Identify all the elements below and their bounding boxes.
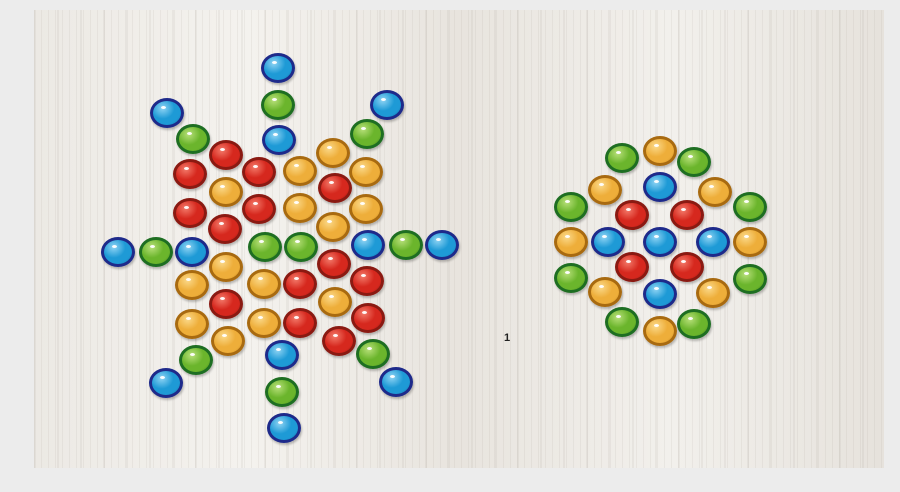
orange-glass-stone[interactable] — [733, 227, 767, 257]
orange-glass-stone[interactable] — [316, 212, 350, 242]
green-glass-stone[interactable] — [284, 232, 318, 262]
green-glass-stone[interactable] — [733, 264, 767, 294]
orange-glass-stone[interactable] — [316, 138, 350, 168]
orange-glass-stone[interactable] — [247, 269, 281, 299]
green-glass-stone[interactable] — [554, 263, 588, 293]
red-glass-stone[interactable] — [670, 200, 704, 230]
orange-glass-stone[interactable] — [349, 194, 383, 224]
blue-glass-stone[interactable] — [261, 53, 295, 83]
orange-glass-stone[interactable] — [318, 287, 352, 317]
red-glass-stone[interactable] — [242, 194, 276, 224]
orange-glass-stone[interactable] — [696, 278, 730, 308]
blue-glass-stone[interactable] — [425, 230, 459, 260]
orange-glass-stone[interactable] — [175, 270, 209, 300]
green-glass-stone[interactable] — [733, 192, 767, 222]
green-glass-stone[interactable] — [139, 237, 173, 267]
blue-glass-stone[interactable] — [149, 368, 183, 398]
green-glass-stone[interactable] — [265, 377, 299, 407]
orange-glass-stone[interactable] — [209, 252, 243, 282]
orange-glass-stone[interactable] — [283, 156, 317, 186]
wood-game-board: 1 — [34, 10, 884, 468]
orange-glass-stone[interactable] — [643, 136, 677, 166]
orange-glass-stone[interactable] — [283, 193, 317, 223]
orange-glass-stone[interactable] — [209, 177, 243, 207]
green-glass-stone[interactable] — [554, 192, 588, 222]
blue-glass-stone[interactable] — [370, 90, 404, 120]
green-glass-stone[interactable] — [605, 307, 639, 337]
blue-glass-stone[interactable] — [262, 125, 296, 155]
blue-glass-stone[interactable] — [150, 98, 184, 128]
green-glass-stone[interactable] — [605, 143, 639, 173]
red-glass-stone[interactable] — [670, 252, 704, 282]
orange-glass-stone[interactable] — [588, 175, 622, 205]
green-glass-stone[interactable] — [350, 119, 384, 149]
red-glass-stone[interactable] — [615, 200, 649, 230]
red-glass-stone[interactable] — [209, 140, 243, 170]
red-glass-stone[interactable] — [283, 269, 317, 299]
red-glass-stone[interactable] — [208, 214, 242, 244]
orange-glass-stone[interactable] — [588, 277, 622, 307]
blue-glass-stone[interactable] — [591, 227, 625, 257]
red-glass-stone[interactable] — [173, 198, 207, 228]
green-glass-stone[interactable] — [248, 232, 282, 262]
blue-glass-stone[interactable] — [696, 227, 730, 257]
blue-glass-stone[interactable] — [265, 340, 299, 370]
green-glass-stone[interactable] — [179, 345, 213, 375]
orange-glass-stone[interactable] — [247, 308, 281, 338]
orange-glass-stone[interactable] — [554, 227, 588, 257]
red-glass-stone[interactable] — [283, 308, 317, 338]
blue-glass-stone[interactable] — [101, 237, 135, 267]
red-glass-stone[interactable] — [351, 303, 385, 333]
green-glass-stone[interactable] — [389, 230, 423, 260]
red-glass-stone[interactable] — [317, 249, 351, 279]
orange-glass-stone[interactable] — [349, 157, 383, 187]
green-glass-stone[interactable] — [677, 309, 711, 339]
red-glass-stone[interactable] — [209, 289, 243, 319]
orange-glass-stone[interactable] — [698, 177, 732, 207]
orange-glass-stone[interactable] — [643, 316, 677, 346]
red-glass-stone[interactable] — [615, 252, 649, 282]
blue-glass-stone[interactable] — [643, 279, 677, 309]
blue-glass-stone[interactable] — [643, 172, 677, 202]
blue-glass-stone[interactable] — [267, 413, 301, 443]
green-glass-stone[interactable] — [356, 339, 390, 369]
blue-glass-stone[interactable] — [643, 227, 677, 257]
orange-glass-stone[interactable] — [211, 326, 245, 356]
red-glass-stone[interactable] — [350, 266, 384, 296]
red-glass-stone[interactable] — [318, 173, 352, 203]
blue-glass-stone[interactable] — [379, 367, 413, 397]
red-glass-stone[interactable] — [242, 157, 276, 187]
page-number-label: 1 — [504, 332, 510, 344]
orange-glass-stone[interactable] — [175, 309, 209, 339]
red-glass-stone[interactable] — [322, 326, 356, 356]
green-glass-stone[interactable] — [261, 90, 295, 120]
blue-glass-stone[interactable] — [175, 237, 209, 267]
green-glass-stone[interactable] — [677, 147, 711, 177]
blue-glass-stone[interactable] — [351, 230, 385, 260]
green-glass-stone[interactable] — [176, 124, 210, 154]
red-glass-stone[interactable] — [173, 159, 207, 189]
